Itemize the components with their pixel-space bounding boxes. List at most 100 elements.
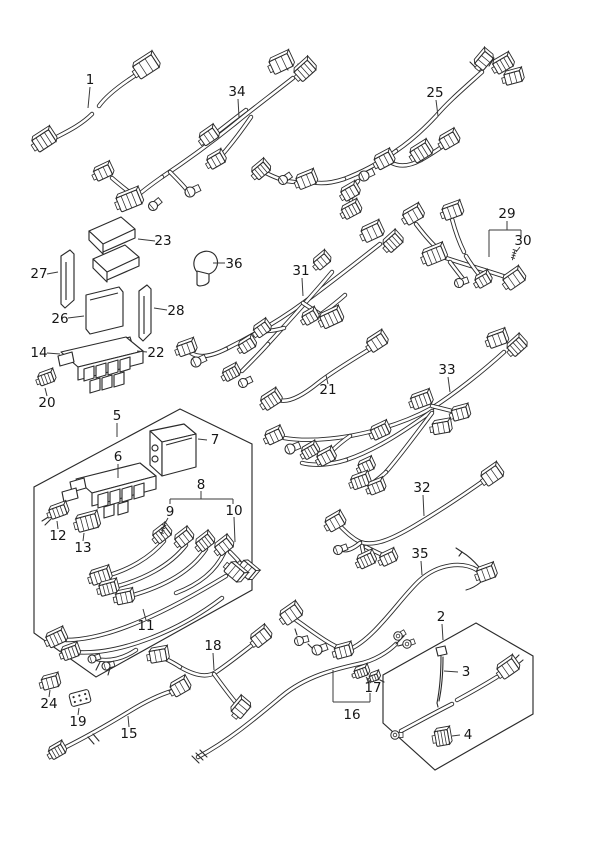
connector-icon <box>420 240 449 267</box>
part-7-drawing <box>149 423 197 477</box>
leader-line <box>127 715 130 728</box>
connector-icon <box>510 249 518 261</box>
connector-icon <box>293 54 317 83</box>
connector-icon <box>439 198 465 221</box>
connector-icon <box>230 693 252 720</box>
callout-11: 11 <box>137 608 155 634</box>
connector-icon <box>213 532 235 557</box>
connector-icon <box>501 264 527 291</box>
callout-23: 23 <box>137 233 172 249</box>
harness-assy-box <box>33 408 253 678</box>
leader-line <box>82 532 85 542</box>
callout-31: 31 <box>292 263 310 297</box>
connector-icon <box>472 268 493 289</box>
callout-27: 27 <box>30 266 59 282</box>
connector-icon <box>197 122 220 147</box>
callout-6: 6 <box>114 449 123 478</box>
connector-icon <box>277 171 294 186</box>
part-number-label: 27 <box>30 266 47 282</box>
part-number-label: 31 <box>292 263 309 279</box>
connector-icon <box>259 386 283 411</box>
callout-3: 3 <box>443 664 470 680</box>
part-number-label: 32 <box>413 480 430 496</box>
connector-icon <box>431 724 453 747</box>
connector-icon <box>400 201 425 226</box>
connector-icon <box>359 218 385 243</box>
connector-icon <box>495 653 521 680</box>
connector-icon <box>312 248 332 271</box>
connector-icon <box>372 146 396 171</box>
connector-icon <box>402 638 416 649</box>
part-13-drawing <box>73 508 102 533</box>
part-number-label: 13 <box>74 540 91 556</box>
part-number-label: 26 <box>51 311 68 327</box>
callout-33: 33 <box>438 362 456 393</box>
connector-icon <box>35 366 57 387</box>
part-16-drawing <box>191 629 416 764</box>
connector-icon <box>382 227 404 254</box>
leader-line <box>46 271 59 275</box>
leader-line <box>48 689 51 698</box>
leader-line <box>136 350 148 353</box>
leader-line <box>447 376 451 393</box>
connector-icon <box>365 328 389 353</box>
connector-icon <box>131 49 161 80</box>
part-34-drawing <box>91 48 317 213</box>
callout-22: 22 <box>136 345 165 361</box>
part-32-drawing <box>323 460 505 570</box>
connector-icon <box>174 336 198 358</box>
part-number-label: 10 <box>225 503 242 519</box>
connector-icon <box>101 660 116 671</box>
part-15-drawing <box>46 673 192 760</box>
leader-line <box>233 516 236 543</box>
callout-12: 12 <box>49 520 67 544</box>
leader-line <box>441 623 444 641</box>
part-number-label: 19 <box>69 714 86 730</box>
connector-icon <box>293 635 310 647</box>
part-12-drawing <box>41 499 70 526</box>
connector-icon <box>366 668 382 683</box>
leader-line <box>325 374 329 385</box>
connector-icon <box>96 576 120 597</box>
part-18-drawing <box>146 622 273 720</box>
callout-17: 17 <box>364 676 382 696</box>
leader-line <box>142 608 147 621</box>
connector-icon <box>204 147 227 170</box>
part-number-label: 22 <box>147 345 164 361</box>
callout-18: 18 <box>204 638 222 671</box>
callout-32: 32 <box>413 480 431 517</box>
connector-icon <box>114 184 145 213</box>
callout-30: 30 <box>514 233 532 253</box>
connector-icon <box>43 624 69 649</box>
connector-icon <box>299 305 320 326</box>
connector-icon <box>91 159 115 182</box>
leader-line <box>67 315 85 319</box>
connector-icon <box>368 418 392 441</box>
leader-line <box>44 387 48 397</box>
connector-icon <box>484 326 510 349</box>
part-number-label: 5 <box>113 408 122 424</box>
connector-icon <box>377 546 399 567</box>
leader-line <box>301 277 304 297</box>
callout-29: 29 <box>488 206 522 257</box>
connector-icon <box>408 137 434 164</box>
connector-icon <box>278 599 304 626</box>
connector-icon <box>112 586 136 606</box>
callout-8: 8 <box>169 477 234 504</box>
part-number-label: 34 <box>228 84 245 100</box>
connector-icon <box>332 543 349 556</box>
connector-icon <box>251 316 272 339</box>
part-35-drawing <box>278 547 498 660</box>
connector-icon <box>408 387 434 410</box>
part-21-drawing <box>259 328 389 411</box>
leader-line <box>197 438 208 441</box>
leader-line <box>153 307 168 311</box>
connector-icon <box>38 670 62 691</box>
part-number-label: 6 <box>114 449 123 465</box>
connector-icon <box>267 48 295 75</box>
part-17-drawing <box>351 662 385 683</box>
connector-icon <box>159 524 167 536</box>
part-9-drawing <box>159 524 167 536</box>
